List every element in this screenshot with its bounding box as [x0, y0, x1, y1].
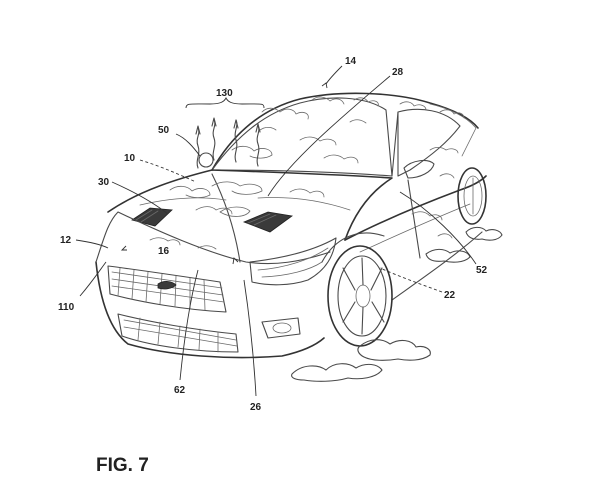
leader-lines [75, 65, 477, 397]
ground-snow [291, 226, 503, 382]
frost-on-roof [261, 96, 465, 120]
ref-28: 28 [392, 67, 404, 78]
door-line [407, 179, 421, 259]
frost-on-side [411, 146, 459, 239]
leader-110 [79, 261, 107, 297]
ref-30: 30 [98, 177, 110, 188]
side-crease [359, 203, 471, 253]
ref-10: 10 [124, 153, 136, 164]
rear-wheel [457, 167, 487, 225]
side-window [397, 108, 461, 177]
a-pillar [391, 111, 399, 177]
heat-arrows [195, 117, 261, 169]
lower-grille [117, 313, 239, 353]
hood-crease-left [139, 197, 227, 206]
upper-grille [107, 265, 227, 313]
hood-outline [107, 169, 393, 241]
fascia-top [95, 211, 331, 265]
hood-vent-right [242, 211, 294, 233]
windshield [211, 97, 393, 177]
ref-62: 62 [174, 385, 186, 396]
leader-62 [179, 269, 199, 381]
ref-52: 52 [476, 265, 488, 276]
ref-130: 130 [216, 88, 233, 99]
headlight [249, 237, 337, 286]
roof-outline [211, 92, 479, 171]
ref-12: 12 [60, 235, 72, 246]
leader-30 [111, 181, 169, 215]
hood-crease-right [257, 197, 351, 211]
ref-26: 26 [250, 402, 262, 413]
leader-22 [379, 267, 443, 293]
front-bumper [95, 261, 325, 359]
rear-window [429, 103, 477, 157]
fog-light [261, 317, 301, 339]
brace-130 [185, 96, 265, 109]
frost-on-windshield [231, 119, 367, 164]
leader-50 [175, 133, 201, 157]
figure-label: FIG. 7 [96, 455, 149, 476]
reference-numerals: 14 28 130 50 10 30 12 16 110 62 26 22 52 [58, 56, 488, 413]
pony-emblem [157, 281, 177, 290]
ref-14: 14 [345, 56, 357, 67]
leader-28 [267, 75, 391, 197]
car-illustration [95, 92, 503, 382]
mirror [403, 159, 435, 179]
leader-10 [139, 159, 197, 183]
leader-26 [243, 279, 257, 397]
ref-22: 22 [444, 290, 456, 301]
leader-12 [75, 239, 109, 249]
hood-vent-left [131, 207, 173, 227]
frost-on-hood [149, 181, 325, 250]
rocker [391, 231, 483, 301]
ref-110: 110 [58, 302, 75, 313]
ref-50: 50 [158, 125, 170, 136]
sensor-50 [198, 152, 214, 168]
side-body [344, 175, 487, 241]
ref-16: 16 [158, 246, 170, 257]
leader-14 [325, 65, 343, 85]
leader-52 [399, 191, 477, 265]
front-wheel [321, 232, 393, 347]
